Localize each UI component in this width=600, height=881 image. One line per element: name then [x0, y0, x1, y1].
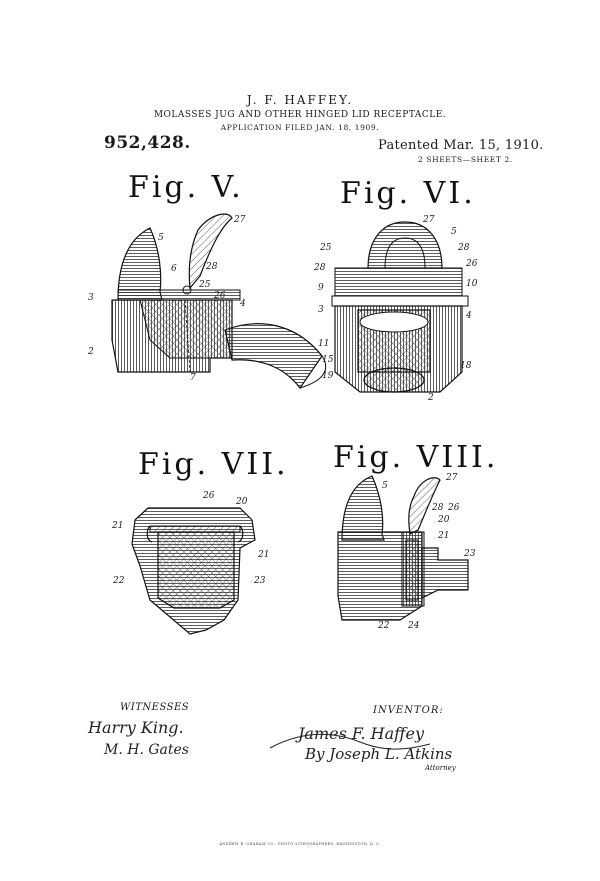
fig5-ref-label: 25 [198, 280, 211, 290]
fig5-ref-label: 6 [171, 264, 177, 274]
fig6-drawing: 27 5 25 28 28 26 9 10 3 4 11 15 19 18 2 [313, 215, 478, 403]
fig7-ref-label: 21 [111, 521, 123, 531]
fig5-ref-label: 2 [87, 347, 94, 357]
fig5-drawing: 5 27 6 28 25 26 3 4 2 7 [87, 213, 327, 390]
patent-number: 952,428. [104, 133, 191, 153]
inventor-signature: James F. Haffey [298, 724, 425, 743]
lithographer-credit: ANDREW B. GRAHAM CO., PHOTO-LITHOGRAPHER… [219, 842, 381, 846]
fig8-drawing: 5 27 28 26 20 21 23 22 24 [337, 473, 476, 631]
fig5-ref-label: 7 [190, 373, 196, 383]
fig6-ref-label: 26 [465, 259, 478, 269]
attorney-label: Attorney [425, 764, 456, 772]
application-date: APPLICATION FILED JAN. 18, 1909. [220, 123, 380, 132]
fig7-drawing: 26 20 21 21 22 23 [111, 491, 269, 635]
fig8-ref-label: 28 [431, 503, 444, 513]
signature-flourish [269, 733, 431, 750]
witness-signature-1: Harry King. [88, 718, 184, 737]
fig5-ref-label: 26 [213, 291, 226, 301]
attorney-signature: By Joseph L. Atkins [305, 745, 453, 763]
fig6-ref-label: 15 [322, 355, 334, 365]
fig8-label: Fig. VIII. [333, 440, 499, 475]
fig8-ref-label: 5 [382, 481, 388, 491]
fig5-ref-label: 5 [158, 233, 164, 243]
fig8-ref-label: 20 [437, 515, 450, 525]
fig6-ref-label: 28 [457, 243, 470, 253]
fig7-ref-label: 21 [257, 550, 269, 560]
fig8-ref-label: 23 [463, 549, 476, 559]
fig5-ref-label: 3 [88, 293, 94, 303]
fig6-ref-label: 2 [427, 393, 434, 403]
fig6-ref-label: 27 [422, 215, 435, 225]
fig7-ref-label: 20 [235, 497, 248, 507]
fig6-ref-label: 28 [313, 263, 326, 273]
fig5-ref-label: 28 [205, 262, 218, 272]
fig6-ref-label: 25 [319, 243, 332, 253]
fig6-ref-label: 10 [466, 279, 478, 289]
fig7-ref-label: 22 [112, 576, 125, 586]
patented-date: Patented Mar. 15, 1910. [378, 138, 544, 153]
fig5-ref-label: 4 [239, 299, 246, 309]
fig7-ref-label: 26 [202, 491, 215, 501]
witness-signature-2: M. H. Gates [104, 742, 189, 758]
sheet-count: 2 SHEETS—SHEET 2. [418, 155, 513, 164]
fig5-ref-label: 27 [233, 215, 246, 225]
fig8-ref-label: 27 [445, 473, 458, 483]
witnesses-label: WITNESSES [120, 702, 190, 713]
fig5-label: Fig. V. [128, 170, 244, 205]
fig8-ref-label: 26 [447, 503, 460, 513]
fig6-ref-label: 19 [322, 371, 334, 381]
fig6-ref-label: 18 [460, 361, 472, 371]
fig6-ref-label: 9 [318, 283, 324, 293]
fig7-ref-label: 23 [253, 576, 266, 586]
fig6-ref-label: 4 [465, 311, 472, 321]
inventor-label: INVENTOR: [373, 705, 444, 716]
fig6-ref-label: 3 [318, 305, 324, 315]
fig8-ref-label: 21 [437, 531, 449, 541]
fig6-label: Fig. VI. [340, 176, 476, 211]
inventor-name: J. F. HAFFEY. [246, 93, 354, 107]
fig8-ref-label: 24 [407, 621, 420, 631]
fig7-label: Fig. VII. [138, 447, 289, 482]
patent-title: MOLASSES JUG AND OTHER HINGED LID RECEPT… [153, 110, 447, 120]
fig8-ref-label: 22 [377, 621, 390, 631]
fig6-ref-label: 11 [318, 339, 329, 349]
fig6-ref-label: 5 [451, 227, 457, 237]
